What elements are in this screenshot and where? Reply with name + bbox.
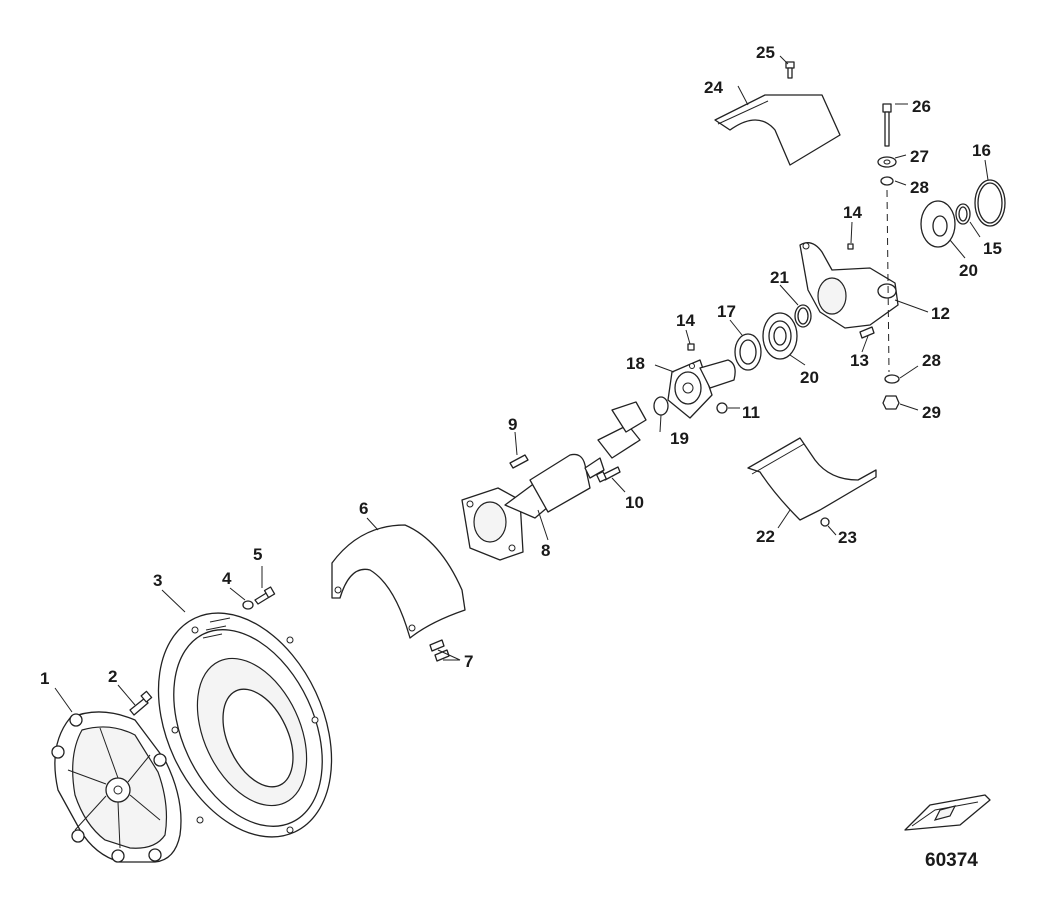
- callout-22: 22: [756, 527, 775, 546]
- callout-25: 25: [756, 43, 775, 62]
- part-27-washer: [877, 156, 897, 168]
- callout-17: 17: [717, 302, 736, 321]
- part-26-bolt: [882, 103, 892, 147]
- part-20-upper-bearing: [920, 200, 956, 248]
- part-14-grease-fitting: [687, 343, 695, 351]
- part-23-nut: [820, 517, 830, 527]
- part-16-retaining-ring: [974, 179, 1006, 227]
- part-28-lower-washer: [884, 374, 900, 384]
- callout-28-lower: 28: [922, 351, 941, 370]
- part-10-bolt: [595, 466, 621, 483]
- part-15-snap-ring: [955, 203, 971, 225]
- part-11-nut: [716, 402, 728, 414]
- part-21-ring: [794, 304, 812, 328]
- callout-9: 9: [508, 415, 517, 434]
- callout-4: 4: [222, 569, 232, 588]
- assembly-axis-line: [886, 189, 890, 373]
- part-3-flywheel-housing: [157, 612, 333, 838]
- callout-1: 1: [40, 669, 49, 688]
- part-2-bolt: [129, 690, 153, 716]
- part-25-bolt: [785, 61, 795, 79]
- boat-outline-icon: [904, 794, 991, 831]
- callout-23: 23: [838, 528, 857, 547]
- callout-11: 11: [742, 403, 760, 422]
- callout-29: 29: [922, 403, 941, 422]
- callout-14-upper: 14: [843, 203, 862, 222]
- part-1-end-cover: [51, 711, 182, 863]
- callout-12: 12: [931, 304, 950, 323]
- callout-28-upper: 28: [910, 178, 929, 197]
- callout-7: 7: [464, 652, 473, 671]
- part-8-driveshaft: [461, 401, 647, 561]
- part-14-upper-fitting: [847, 243, 854, 250]
- callout-21: 21: [770, 268, 789, 287]
- callout-24: 24: [704, 78, 723, 97]
- callout-26: 26: [912, 97, 931, 116]
- callout-14-lower: 14: [676, 311, 695, 330]
- figure-number: 60374: [925, 850, 978, 871]
- callout-27: 27: [910, 147, 929, 166]
- part-29-nut: [882, 395, 900, 410]
- callout-3: 3: [153, 571, 162, 590]
- part-7-bolts: [429, 639, 450, 662]
- part-4-washer: [242, 600, 254, 610]
- callout-6: 6: [359, 499, 368, 518]
- callout-leaders: [54, 55, 989, 713]
- callout-2: 2: [108, 667, 117, 686]
- callout-18: 18: [626, 354, 645, 373]
- callout-15: 15: [983, 239, 1002, 258]
- part-24-upper-shield: [714, 94, 841, 166]
- part-9-bolt: [509, 454, 529, 469]
- callout-8: 8: [541, 541, 550, 560]
- part-17-seal: [734, 333, 762, 371]
- callout-20-lower: 20: [800, 368, 819, 387]
- callout-16: 16: [972, 141, 991, 160]
- part-12-bearing-carrier: [799, 242, 899, 329]
- part-18-flange-hub: [667, 359, 736, 419]
- part-20-bearing: [762, 312, 798, 360]
- part-5-bolt: [254, 586, 276, 605]
- part-6-shield: [331, 524, 466, 639]
- part-13-bolt: [859, 326, 875, 339]
- callout-5: 5: [253, 545, 262, 564]
- callout-10: 10: [625, 493, 644, 512]
- callout-19: 19: [670, 429, 689, 448]
- callout-13: 13: [850, 351, 869, 370]
- part-19-o-ring: [653, 396, 669, 416]
- part-22-lower-cradle: [747, 437, 877, 521]
- callout-20-upper: 20: [959, 261, 978, 280]
- part-28-upper-washer: [880, 176, 894, 186]
